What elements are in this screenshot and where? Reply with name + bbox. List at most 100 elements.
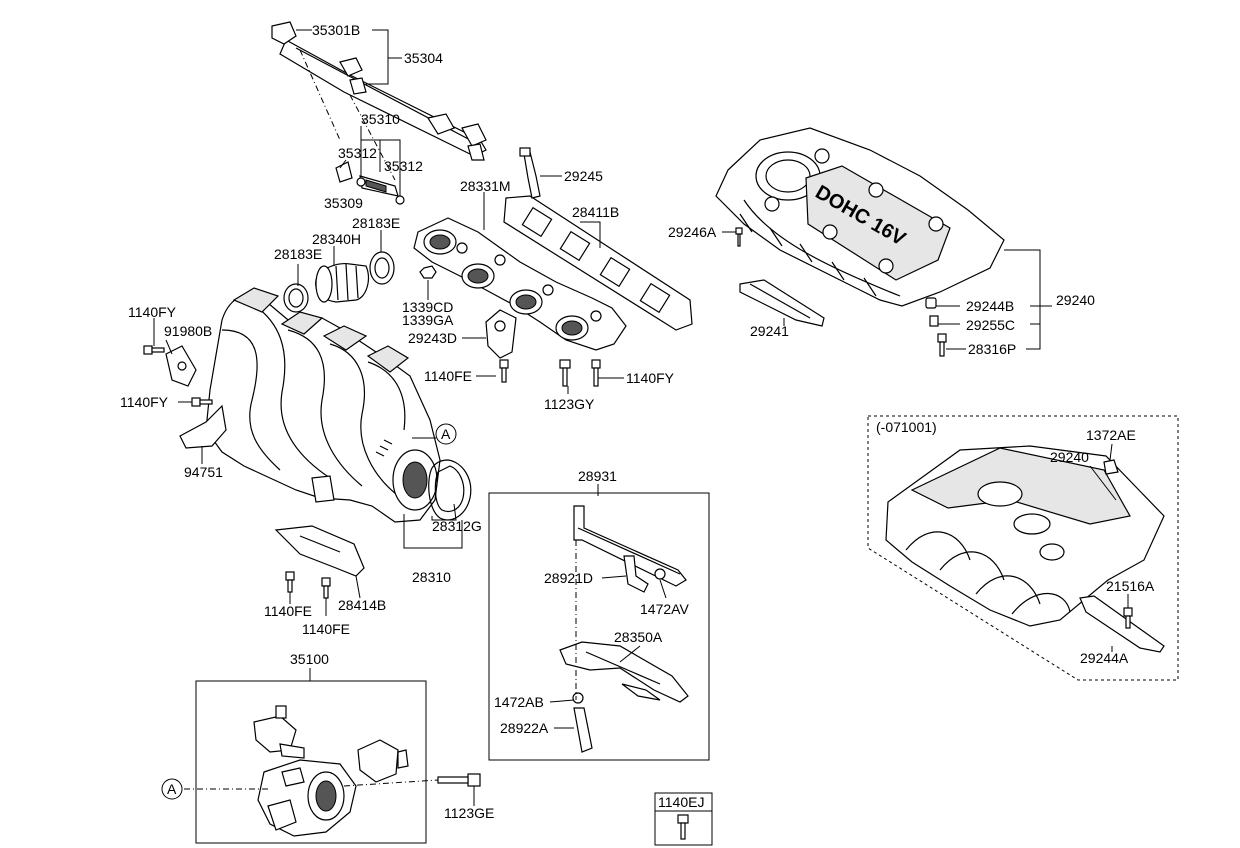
bolt-1140fe-b[interactable] — [285, 571, 295, 593]
clamp-1472av[interactable] — [654, 568, 666, 580]
bracket-29243d[interactable] — [485, 309, 517, 359]
grommet-29244b[interactable] — [925, 297, 937, 309]
bolt-29246a[interactable] — [735, 227, 743, 247]
exhaust-manifold[interactable] — [413, 217, 627, 351]
label-28414b: 28414B — [338, 597, 386, 613]
label-91980b: 91980B — [164, 323, 212, 339]
throttle-body[interactable] — [257, 759, 357, 837]
breather-hose-28931[interactable] — [573, 505, 687, 587]
bracket-28414b[interactable] — [274, 525, 365, 577]
bolt-axis-line — [343, 779, 439, 787]
bolt-1140fy-a[interactable] — [591, 359, 601, 387]
bolt-1140fe-c[interactable] — [321, 577, 331, 599]
label-94751: 94751 — [184, 464, 223, 480]
bolt-1140ej[interactable] — [677, 814, 689, 840]
engine-cover-alt[interactable] — [885, 445, 1165, 627]
label-29244b: 29244B — [966, 298, 1014, 314]
exhaust-manifold-gasket[interactable] — [503, 195, 693, 331]
hose-clamp-left[interactable] — [283, 283, 309, 313]
intake-manifold[interactable] — [205, 287, 441, 523]
label-1140fe-a: 1140FE — [424, 368, 472, 384]
clamp-1472ab[interactable] — [572, 692, 584, 704]
bolt-28316p[interactable] — [937, 333, 947, 357]
label-35310: 35310 — [361, 111, 400, 127]
label-28922a: 28922A — [500, 720, 549, 736]
label-28183e-a: 28183E — [352, 215, 400, 231]
label-1339ga: 1339GA — [402, 312, 454, 328]
fastener-1372ae[interactable] — [1103, 459, 1119, 475]
intake-hose-28340h[interactable] — [315, 263, 369, 303]
breather-hose-frame — [488, 492, 710, 761]
label-1123gy: 1123GY — [544, 396, 595, 412]
label-1140fe-c: 1140FE — [302, 621, 350, 637]
label-29243d: 29243D — [408, 330, 457, 346]
label-28312g: 28312G — [432, 518, 482, 534]
label-28340h: 28340H — [312, 231, 361, 247]
callout-labels: 35301B 35304 35310 35312 35312 35309 292… — [120, 22, 1155, 821]
throttle-position-sensor[interactable] — [357, 739, 409, 783]
label-071001: (-071001) — [876, 419, 937, 435]
label-35304: 35304 — [404, 50, 443, 66]
bracket-91980b[interactable] — [165, 345, 197, 387]
bracket-29244a[interactable] — [1079, 595, 1165, 653]
collar-29255c[interactable] — [929, 315, 939, 327]
label-1140fy-a: 1140FY — [626, 370, 675, 386]
label-21516a: 21516A — [1106, 578, 1155, 594]
hose-28922a[interactable] — [573, 707, 593, 753]
label-35100: 35100 — [290, 651, 329, 667]
bolt-1140fe-a[interactable] — [499, 359, 509, 383]
label-1472av: 1472AV — [640, 601, 689, 617]
label-29240-a: 29240 — [1056, 292, 1095, 308]
throttle-body-gasket[interactable] — [428, 459, 472, 521]
label-28350a: 28350A — [614, 629, 663, 645]
oxygen-sensor[interactable] — [519, 147, 541, 199]
label-28310: 28310 — [412, 569, 451, 585]
bracket-94751[interactable] — [179, 404, 227, 449]
label-29244a: 29244A — [1080, 650, 1129, 666]
label-1339cd: 1339CD — [402, 299, 453, 315]
ref-circle-a-upper: A — [435, 423, 457, 445]
ref-circle-a-lower: A — [161, 778, 183, 800]
nut-1339cd[interactable] — [419, 265, 437, 279]
label-29246a: 29246A — [668, 224, 717, 240]
label-1472ab: 1472AB — [494, 694, 544, 710]
svg-text:A: A — [167, 781, 177, 797]
label-1123ge: 1123GE — [444, 805, 494, 821]
pipe-28350a[interactable] — [559, 641, 689, 703]
cover-bracket-29241[interactable] — [739, 279, 825, 327]
label-1140fe-b: 1140FE — [264, 603, 312, 619]
hose-28921d[interactable] — [623, 555, 649, 593]
label-29241: 29241 — [750, 323, 789, 339]
label-35309: 35309 — [324, 195, 363, 211]
label-28921d: 28921D — [544, 570, 593, 586]
label-1140fy-b: 1140FY — [128, 304, 177, 320]
fuel-rail-assembly[interactable] — [271, 21, 487, 181]
label-1140ej: 1140EJ — [658, 794, 704, 810]
label-1140fy-c: 1140FY — [120, 394, 169, 410]
throttle-body-frame — [195, 680, 427, 844]
label-28931: 28931 — [578, 468, 617, 484]
label-35312-a: 35312 — [338, 145, 377, 161]
label-35301b: 35301B — [312, 22, 360, 38]
fuel-injector[interactable] — [335, 161, 405, 205]
engine-cover[interactable]: DOHC 16V — [715, 127, 1005, 307]
idle-speed-actuator[interactable] — [253, 705, 305, 759]
label-28183e-b: 28183E — [274, 246, 322, 262]
label-35312-b: 35312 — [384, 158, 423, 174]
bolt-1123ge[interactable] — [437, 773, 481, 787]
label-28331m: 28331M — [460, 178, 511, 194]
hose-clamp-right[interactable] — [369, 251, 395, 285]
label-29255c: 29255C — [966, 317, 1015, 333]
label-29240-b: 29240 — [1050, 449, 1089, 465]
svg-text:A: A — [441, 426, 451, 442]
bolt-1123gy[interactable] — [559, 359, 571, 387]
label-28316p: 28316P — [968, 341, 1016, 357]
leader-lines — [153, 29, 1129, 806]
label-28411b: 28411B — [572, 204, 619, 220]
bolt-1140ej-frame — [654, 792, 713, 846]
alt-cover-frame — [867, 415, 1179, 681]
label-29245: 29245 — [564, 168, 603, 184]
bolt-1140fy-b[interactable] — [143, 345, 165, 355]
label-1372ae: 1372AE — [1086, 427, 1136, 443]
